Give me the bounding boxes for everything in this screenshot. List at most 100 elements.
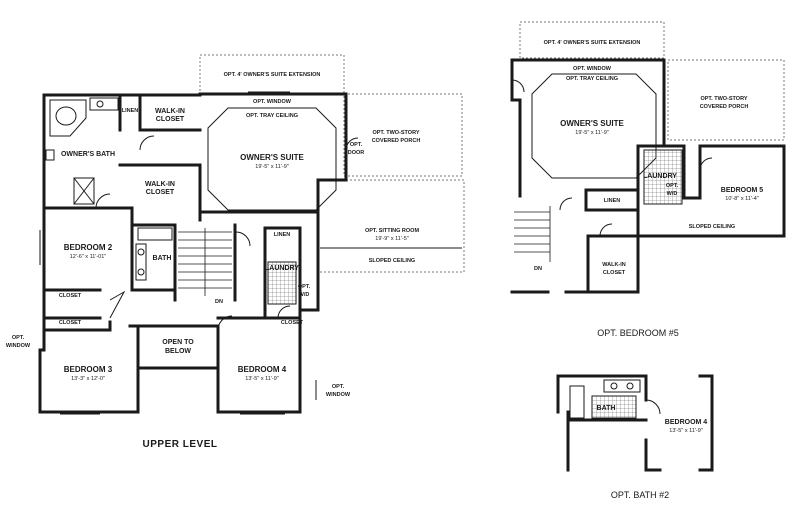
wall-bedroom3-top <box>42 320 112 332</box>
ob2-door-swing <box>645 399 661 415</box>
wall-laundry <box>263 226 302 320</box>
tub-basin <box>55 106 77 126</box>
wall-bedroom2-top <box>42 206 134 292</box>
wall-stair <box>173 223 237 302</box>
b5-label-laundry: LAUNDRY <box>643 173 677 180</box>
wall-open-below <box>128 324 220 370</box>
label-opt-door-2: DOOR <box>348 150 365 156</box>
wall-closets-left <box>42 288 102 320</box>
b5-opt-suite-extension-area <box>519 21 665 59</box>
soaking-tub <box>49 99 87 137</box>
b5-label-bedroom5: BEDROOM 5 <box>721 187 764 194</box>
b5-label-owners-suite: OWNER'S SUITE <box>560 119 624 128</box>
label-owners-suite: OWNER'S SUITE <box>240 153 304 162</box>
label-opt-suite-extension: OPT. 4' OWNER'S SUITE EXTENSION <box>224 72 321 78</box>
label-closet-b: CLOSET <box>59 320 82 326</box>
label-opt-porch-1: OPT. TWO-STORY <box>372 130 419 136</box>
b5-tray-ceiling <box>531 73 657 179</box>
b5-stairs <box>514 206 551 262</box>
label-walkin-top-2: CLOSET <box>156 116 185 123</box>
label-open-below-2: BELOW <box>165 348 191 355</box>
label-bedroom-3-dim: 13'-3" x 12'-0" <box>71 376 105 382</box>
ob2-sink-b <box>626 382 634 390</box>
label-linen-mid: LINEN <box>274 232 291 238</box>
label-dn: DN <box>215 299 223 305</box>
label-opt-porch-2: COVERED PORCH <box>372 138 421 144</box>
b5-label-bedroom5-dim: 10'-8" x 11'-4" <box>725 196 758 202</box>
b5-label-opt-porch-1: OPT. TWO-STORY <box>700 96 747 102</box>
caption-opt-bedroom5: OPT. BEDROOM #5 <box>597 328 679 338</box>
b5-label-owners-suite-dim: 19'-5" x 11'-9" <box>575 130 608 136</box>
label-linen-top: LINEN <box>122 108 139 114</box>
laundry-tile <box>267 261 297 305</box>
toilet <box>45 149 55 161</box>
b5-door-swings <box>511 79 713 237</box>
label-closet-c: CLOSET <box>281 320 304 326</box>
label-laundry: LAUNDRY <box>265 265 299 272</box>
b5-label-walkin-1: WALK-IN <box>602 262 626 268</box>
label-opt-door-1: OPT. <box>350 142 363 148</box>
label-opt-tray-ceiling: OPT. TRAY CEILING <box>246 113 298 119</box>
b5-label-walkin-2: CLOSET <box>603 270 626 276</box>
vanity <box>89 97 119 111</box>
b5-label-opt-suite-extension: OPT. 4' OWNER'S SUITE EXTENSION <box>544 40 641 46</box>
b5-label-linen: LINEN <box>604 198 621 204</box>
label-opt-sitting: OPT. SITTING ROOM <box>365 228 420 234</box>
label-opt-window-left-2: WINDOW <box>6 343 31 349</box>
wall-bath <box>130 223 177 292</box>
label-walkin-mid-2: CLOSET <box>146 189 175 196</box>
label-open-below-1: OPEN TO <box>162 339 194 346</box>
opt-bath2-plan: BATH BEDROOM 4 13'-5" x 11'-9" OPT. BATH… <box>556 374 714 500</box>
label-bedroom-4-dim: 13'-5" x 11'-9" <box>245 376 278 382</box>
b5-label-opt-wd-1: OPT. <box>666 183 679 189</box>
label-bedroom-2-dim: 12'-6" x 11'-01" <box>70 254 107 260</box>
caption-opt-bath2: OPT. BATH #2 <box>611 490 669 500</box>
ob2-vanity <box>603 379 641 393</box>
b5-label-opt-wd-2: W/D <box>667 191 678 197</box>
label-opt-window-right-1: OPT. <box>332 384 345 390</box>
caption-upper-level: UPPER LEVEL <box>143 439 218 450</box>
door-swings <box>95 135 359 331</box>
label-bedroom-3: BEDROOM 3 <box>64 365 113 374</box>
hall-vanity <box>135 243 147 281</box>
opt-bedroom5-plan: OPT. 4' OWNER'S SUITE EXTENSION OPT. WIN… <box>510 21 786 338</box>
label-bedroom-4: BEDROOM 4 <box>238 365 287 374</box>
b5-walls-walkin <box>586 234 640 294</box>
label-opt-window-top: OPT. WINDOW <box>253 99 292 105</box>
label-closet-a: CLOSET <box>59 293 82 299</box>
label-opt-window-right-2: WINDOW <box>326 392 351 398</box>
label-walkin-mid-1: WALK-IN <box>145 181 175 188</box>
label-opt-window-left-1: OPT. <box>12 335 25 341</box>
b5-label-sloped: SLOPED CEILING <box>689 224 735 230</box>
b5-label-opt-porch-2: COVERED PORCH <box>700 104 749 110</box>
label-opt-wd-2: W/D <box>299 292 310 298</box>
upper-exterior-wall <box>38 92 348 414</box>
label-sloped-ceiling: SLOPED CEILING <box>369 258 415 264</box>
ob2-tub <box>569 385 585 419</box>
b5-walls-main <box>510 58 786 238</box>
shower-x2 <box>73 177 95 205</box>
b5-laundry-tile <box>643 149 683 205</box>
wall-walkin-mid <box>118 163 202 222</box>
hall-sink-a <box>137 248 145 256</box>
ob2-sink-a <box>610 382 618 390</box>
label-bath: BATH <box>153 255 172 262</box>
ob2-label-bedroom4-dim: 13'-5" x 11'-9" <box>669 428 702 434</box>
stairs <box>178 228 232 296</box>
label-walkin-top-1: WALK-IN <box>155 108 185 115</box>
tray-ceiling-outline <box>207 107 337 211</box>
ob2-walls <box>556 374 714 472</box>
label-opt-sitting-dim: 19'-9" x 11'-5" <box>375 236 408 242</box>
b5-label-opt-tray: OPT. TRAY CEILING <box>566 76 618 82</box>
ob2-label-bedroom4: BEDROOM 4 <box>665 419 708 426</box>
hall-tub <box>137 227 173 241</box>
shower <box>73 177 95 205</box>
ob2-label-bath: BATH <box>597 405 616 412</box>
upper-level-plan: OPT. 4' OWNER'S SUITE EXTENSION OPT. WIN… <box>6 54 465 450</box>
ob2-floor-tile <box>591 395 637 419</box>
b5-opt-porch-area <box>667 59 785 141</box>
hall-sink-b <box>137 268 145 276</box>
label-owners-suite-dim: 19'-5" x 11'-9" <box>255 164 288 170</box>
b5-walls-linen <box>584 188 640 212</box>
